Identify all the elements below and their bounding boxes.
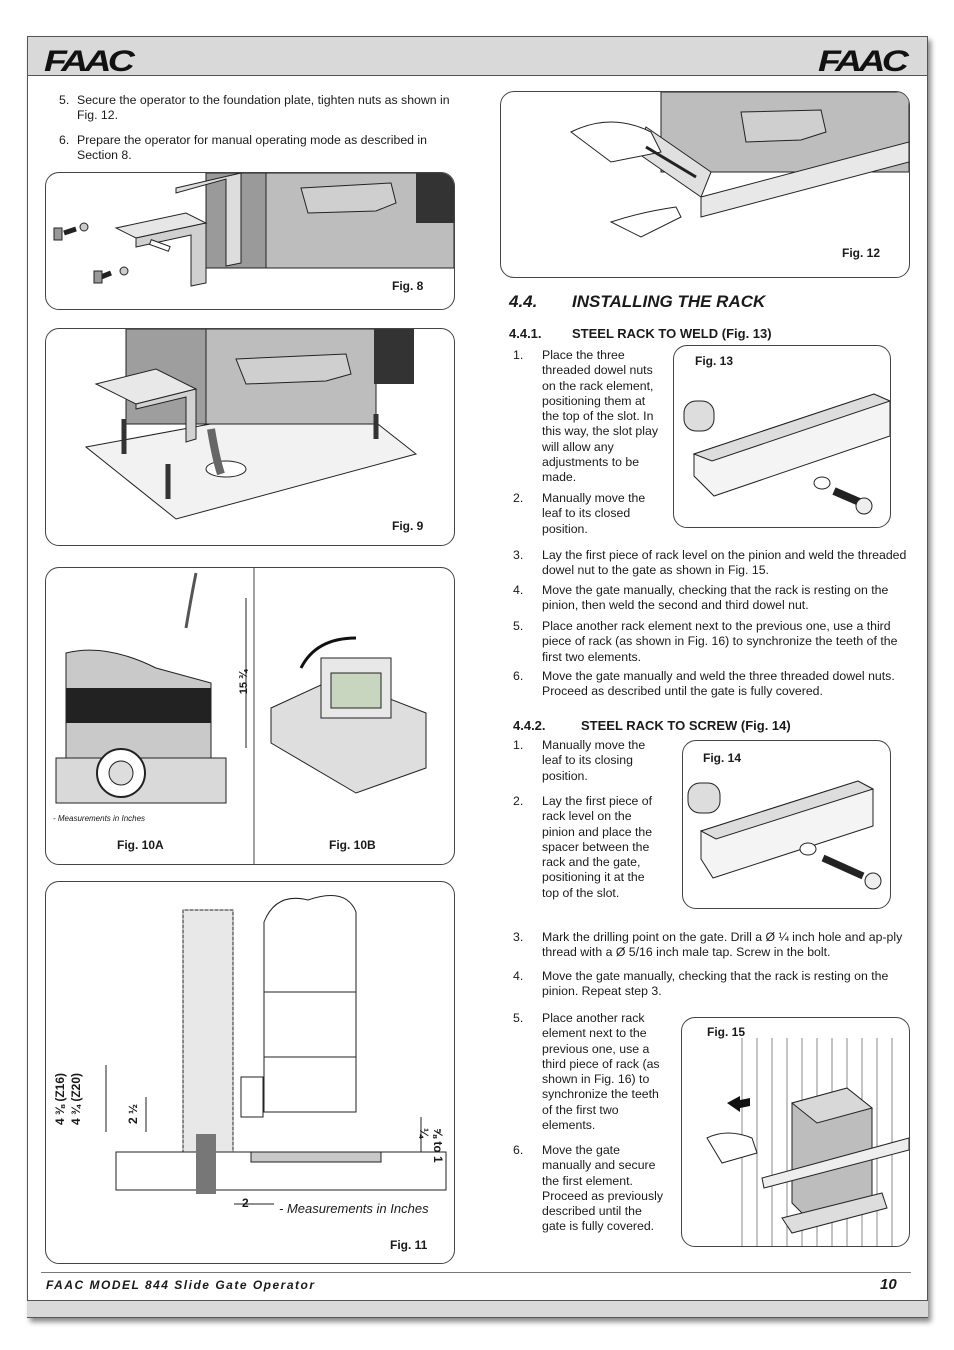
step-num: 5. — [513, 1011, 524, 1025]
fig11-dim-2: 2 — [242, 1196, 249, 1210]
footer-rule — [41, 1272, 911, 1273]
fig12-caption: Fig. 12 — [842, 246, 881, 260]
step-text: Move the gate manually and weld the thre… — [542, 669, 895, 699]
step-text: Secure the operator to the foundation pl… — [77, 93, 450, 123]
faac-logo-right: FAAC — [818, 45, 909, 78]
fig11-height-z20: 4 ¾ (Z20) — [69, 1072, 84, 1126]
fig11-dim-2-5: 2 ½ — [126, 1103, 141, 1125]
step-text: Manually move the leaf to its closed pos… — [542, 491, 646, 536]
step-text: Move the gate manually, checking that th… — [542, 583, 889, 613]
fig10b-caption: Fig. 10B — [329, 838, 376, 852]
figure-8: Fig. 8 — [45, 172, 455, 310]
subsection-1-number: 4.4.1. — [509, 326, 542, 341]
step-num: 6. — [513, 669, 524, 683]
step-text: Lay the first piece of rack level on the… — [542, 794, 653, 900]
step-num: 5. — [59, 93, 70, 107]
fig15-illustration — [706, 1038, 909, 1246]
step-num: 6. — [59, 133, 70, 147]
step-text: Move the gate manually and secure the fi… — [542, 1143, 663, 1234]
fig10a-note: - Measurements in Inches — [53, 814, 146, 823]
fig13-caption: Fig. 13 — [695, 354, 734, 368]
faac-logo-left: FAAC — [44, 45, 135, 78]
fig10-illustration — [55, 568, 427, 864]
fig11-note: - Measurements in Inches — [279, 1201, 429, 1216]
step-num: 5. — [513, 619, 524, 633]
fig8-caption: Fig. 8 — [392, 279, 424, 293]
step-text: Mark the drilling point on the gate. Dri… — [542, 930, 903, 960]
fig9-caption: Fig. 9 — [392, 519, 424, 533]
step-num: 6. — [513, 1143, 524, 1157]
fig15-caption: Fig. 15 — [707, 1025, 746, 1039]
step-num: 4. — [513, 583, 524, 597]
fig14-caption: Fig. 14 — [703, 751, 742, 765]
footer-title: FAAC MODEL 844 Slide Gate Operator — [46, 1278, 316, 1292]
fig11-dim-range: ⅝ to 1 ¼ — [417, 1128, 445, 1163]
figure-15: Fig. 15 — [681, 1017, 910, 1247]
step-num: 1. — [513, 738, 524, 752]
figure-13: Fig. 13 — [673, 345, 891, 528]
figure-11: 4 ⅜ (Z16) 4 ¾ (Z20) 2 ½ ⅝ to 1 ¼ 2 - Mea… — [45, 881, 455, 1264]
step-text: Lay the first piece of rack level on the… — [542, 548, 907, 578]
fig10a-caption: Fig. 10A — [117, 838, 164, 852]
figure-9: Fig. 9 — [45, 328, 455, 546]
subsection-2-number: 4.4.2. — [513, 718, 546, 733]
section-title: INSTALLING THE RACK — [572, 292, 766, 311]
step-text: Prepare the operator for manual operatin… — [77, 133, 427, 163]
fig14-illustration — [687, 780, 882, 890]
footer-bar — [27, 1300, 928, 1317]
step-num: 1. — [513, 348, 524, 362]
figure-14: Fig. 14 — [682, 740, 891, 909]
figure-12: Fig. 12 — [500, 91, 910, 278]
fig11-caption: Fig. 11 — [390, 1238, 428, 1252]
header-bar: FAAC FAAC — [27, 36, 928, 78]
step-num: 3. — [513, 548, 524, 562]
subsection-1-title: STEEL RACK TO WELD (Fig. 13) — [572, 326, 772, 341]
fig13-illustration — [683, 393, 890, 515]
step-text: Move the gate manually, checking that th… — [542, 969, 889, 999]
figure-10: 15 ¾ - Measurements in Inches Fig. 10A F… — [45, 567, 455, 865]
step-num: 4. — [513, 969, 524, 983]
fig8-illustration — [53, 173, 454, 287]
fig11-illustration — [105, 895, 447, 1205]
step-num: 3. — [513, 930, 524, 944]
fig12-illustration — [570, 92, 909, 238]
step-num: 2. — [513, 794, 524, 808]
step-text: Place another rack element next to the p… — [542, 619, 898, 664]
step-text: Place the three threaded dowel nuts on t… — [542, 348, 658, 485]
fig10a-dimension: 15 ¾ — [238, 669, 251, 695]
step-text: Place another rack element next to the p… — [542, 1011, 660, 1133]
step-text: Manually move the leaf to its closing po… — [542, 738, 646, 783]
fig11-height-z16: 4 ⅜ (Z16) — [53, 1072, 68, 1126]
page-number: 10 — [880, 1276, 897, 1293]
subsection-2-title: STEEL RACK TO SCREW (Fig. 14) — [581, 718, 791, 733]
section-number: 4.4. — [509, 292, 538, 311]
fig9-illustration — [84, 329, 418, 520]
step-num: 2. — [513, 491, 524, 505]
